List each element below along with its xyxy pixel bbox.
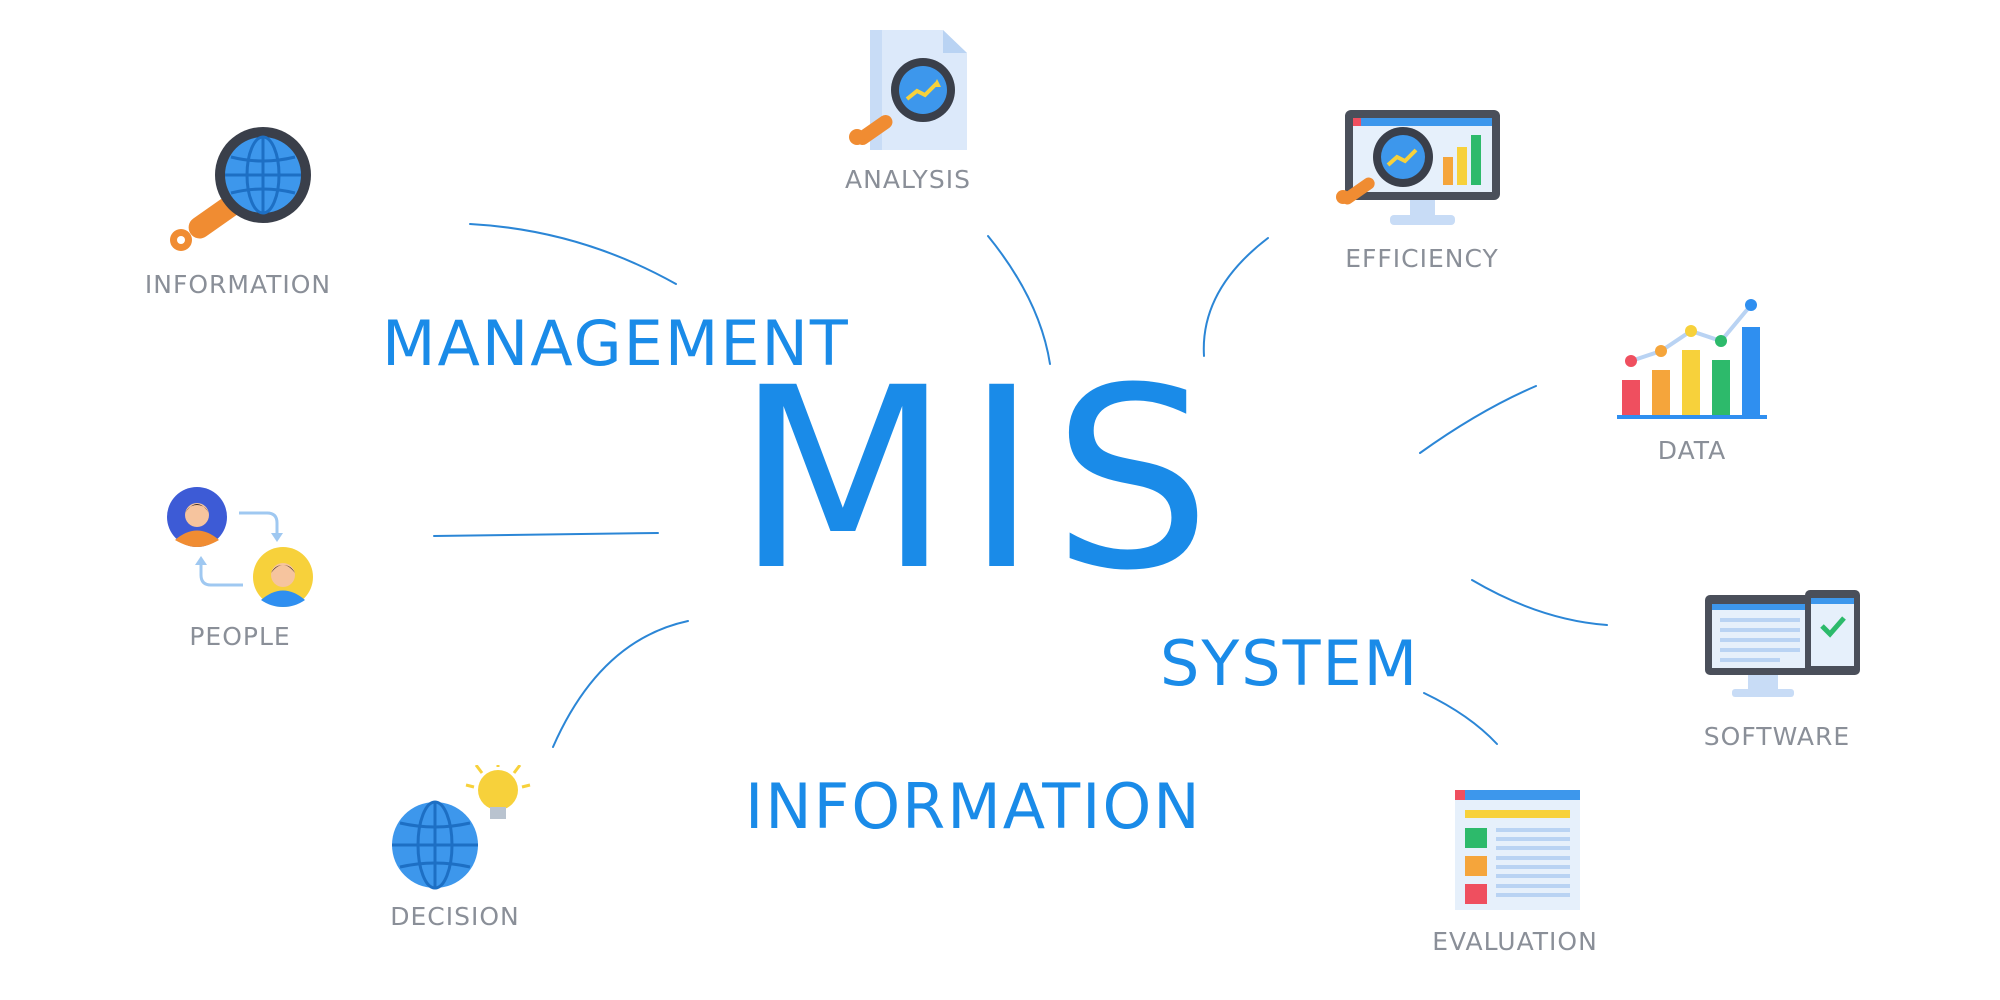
connector-information [469, 223, 677, 285]
connector-data [1419, 385, 1537, 454]
evaluation-form-icon [1455, 790, 1580, 910]
people-exchange-icon [167, 487, 313, 607]
connector-software [1471, 579, 1608, 626]
label-decision: DECISION [390, 902, 520, 931]
document-magnifier-icon [849, 30, 967, 150]
software-devices-icon [1705, 590, 1860, 697]
label-information: INFORMATION [144, 270, 332, 299]
connector-analysis [987, 235, 1051, 365]
connector-efficiency [1202, 237, 1269, 357]
label-analysis: ANALYSIS [845, 165, 971, 194]
connector-people [433, 532, 659, 537]
globe-magnifier-icon [170, 127, 311, 251]
bar-chart-icon [1617, 299, 1767, 419]
center-title: MIS [735, 334, 1226, 625]
label-efficiency: EFFICIENCY [1345, 244, 1499, 273]
word-system: SYSTEM [1160, 627, 1420, 700]
globe-lightbulb-icon [392, 765, 531, 890]
word-information: INFORMATION [745, 770, 1202, 843]
connector-evaluation [1423, 692, 1498, 745]
label-software: SOFTWARE [1703, 722, 1851, 751]
word-management: MANAGEMENT [382, 307, 850, 380]
connector-decision [552, 620, 689, 748]
label-people: PEOPLE [189, 622, 291, 651]
label-evaluation: EVALUATION [1432, 927, 1598, 956]
monitor-chart-icon [1336, 110, 1500, 225]
label-data: DATA [1657, 436, 1727, 465]
